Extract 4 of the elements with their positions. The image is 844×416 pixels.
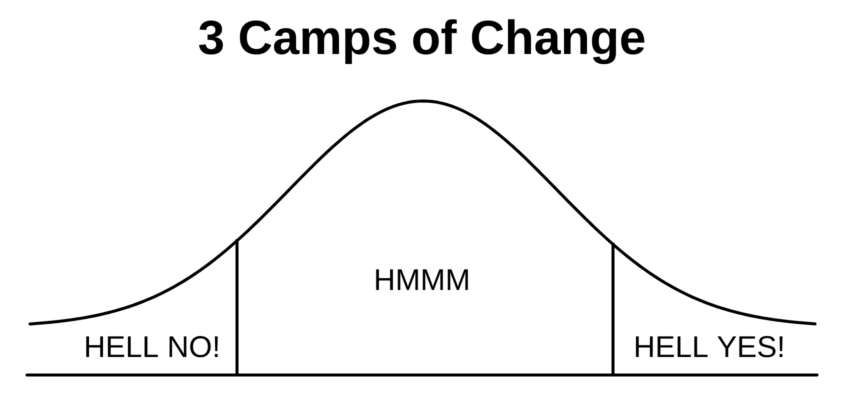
region-label: HELL NO! [86, 336, 218, 358]
title: 3 Camps of Change [199, 19, 644, 64]
region-label: HELL YES! [636, 336, 782, 358]
region-label: HMMM [376, 269, 468, 290]
